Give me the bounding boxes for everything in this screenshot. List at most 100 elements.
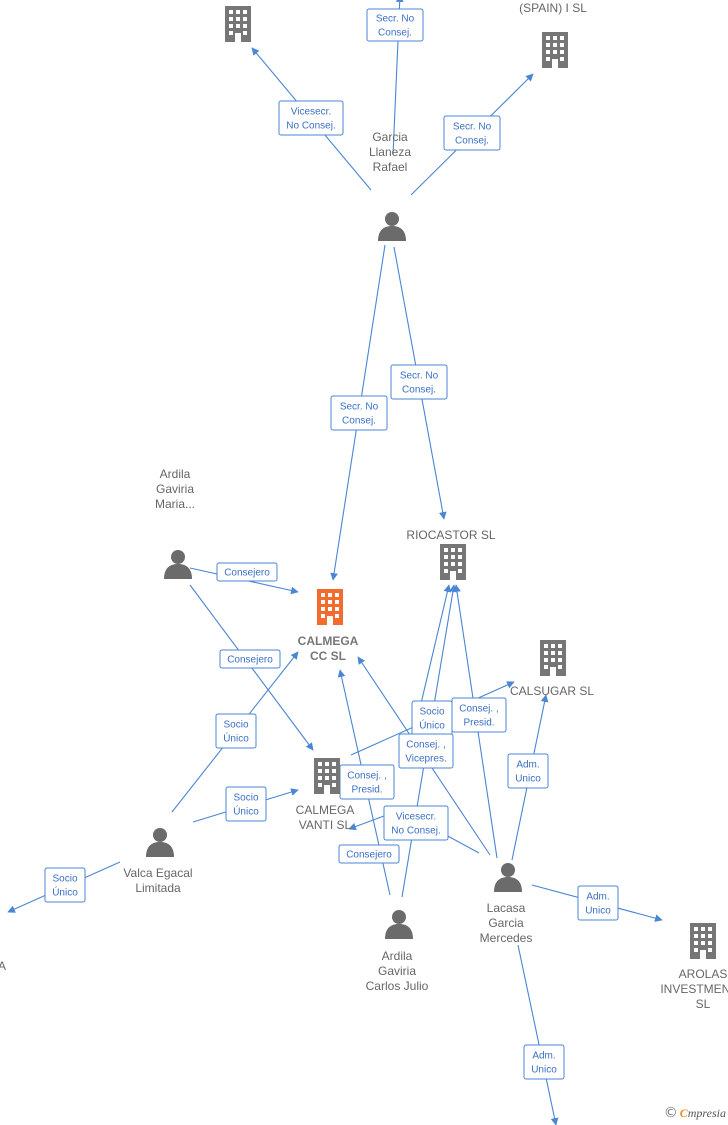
node-label-line: Llaneza bbox=[369, 145, 411, 159]
relation-text: Consej. , bbox=[406, 740, 445, 751]
relation-box bbox=[278, 100, 344, 136]
relation-text: Vicesecr. bbox=[291, 107, 331, 118]
node-calsugar[interactable]: CALSUGAR SL bbox=[510, 640, 594, 698]
relation-box bbox=[366, 8, 424, 42]
brand-name: mpresia bbox=[687, 1106, 726, 1120]
relation-box bbox=[523, 1044, 565, 1080]
relation-text: Vicepres. bbox=[405, 754, 447, 765]
brand-initial: C bbox=[679, 1106, 688, 1120]
building-icon bbox=[225, 6, 251, 42]
relation-text: Único bbox=[419, 719, 445, 732]
relation-text: Consej. , bbox=[347, 771, 386, 782]
relation-box bbox=[219, 649, 281, 669]
relation-box bbox=[44, 867, 86, 903]
relation-text: Unico bbox=[515, 774, 541, 785]
relation-label-r2[interactable]: Vicesecr. No Consej. bbox=[278, 100, 344, 136]
relation-label-r13[interactable]: Consej. , Vicepres. bbox=[398, 733, 454, 769]
node-label-line: VANTI SL bbox=[299, 818, 352, 832]
relation-text: Consejero bbox=[224, 568, 270, 579]
person-icon bbox=[494, 863, 522, 892]
node-layer: HOLDINGS(SPAIN) I SL GarciaLlanezaRafaelA… bbox=[0, 0, 728, 1011]
building-icon bbox=[542, 32, 568, 68]
node-label-line: Garcia bbox=[372, 130, 408, 144]
relation-label-r19[interactable]: Adm. Unico bbox=[523, 1044, 565, 1080]
relation-box bbox=[390, 364, 448, 400]
relation-label-r5[interactable]: Secr. No Consej. bbox=[330, 395, 388, 431]
relation-label-r14[interactable]: Adm. Unico bbox=[507, 753, 549, 789]
node-label-line: Lacasa bbox=[487, 901, 526, 915]
node-label-line: INVESTMENTS bbox=[660, 982, 728, 996]
relation-label-r6[interactable]: Consejero bbox=[216, 562, 278, 582]
relation-label-r15[interactable]: Consej. ,Presid. bbox=[339, 764, 395, 800]
relation-box bbox=[398, 733, 454, 769]
relation-box bbox=[451, 697, 507, 733]
node-label-line: A bbox=[0, 959, 6, 973]
relation-box bbox=[225, 786, 267, 822]
relation-box bbox=[330, 395, 388, 431]
node-left-cut[interactable]: A bbox=[0, 959, 6, 973]
node-label-line: Ardila bbox=[160, 467, 191, 481]
person-icon bbox=[378, 212, 406, 241]
relation-label-r18[interactable]: Adm. Unico bbox=[577, 885, 619, 921]
relation-box bbox=[338, 844, 400, 864]
relation-box bbox=[339, 764, 395, 800]
edge-layer bbox=[7, 0, 663, 1125]
node-arolas[interactable]: AROLASINVESTMENTSSL bbox=[660, 923, 728, 1011]
relation-box bbox=[215, 713, 257, 749]
relation-text: Adm. bbox=[586, 892, 609, 903]
building-icon bbox=[440, 544, 466, 580]
building-icon bbox=[317, 589, 343, 625]
building-icon bbox=[314, 758, 340, 794]
relation-text: Consej. , bbox=[459, 704, 498, 715]
node-label-line: Gaviria bbox=[378, 964, 416, 978]
empresia-copyright[interactable]: ©Cmpresia bbox=[664, 1105, 726, 1121]
relation-text: No Consej. bbox=[286, 121, 335, 132]
copyright-symbol: © bbox=[663, 1105, 678, 1121]
relation-label-r12[interactable]: Consej. , Presid. bbox=[451, 697, 507, 733]
relation-text: Socio bbox=[233, 793, 258, 804]
relation-text: Único bbox=[223, 732, 249, 745]
building-icon bbox=[540, 640, 566, 676]
relation-label-r16[interactable]: Vicesecr.No Consej. bbox=[383, 805, 449, 841]
relation-text: Adm. bbox=[532, 1051, 555, 1062]
node-label-line: Ardila bbox=[382, 949, 413, 963]
relation-text: Consej. bbox=[455, 136, 489, 147]
relation-text: Consej. bbox=[342, 416, 376, 427]
relation-text: Único bbox=[233, 805, 259, 818]
relation-text: Presid. bbox=[463, 718, 494, 729]
person-icon bbox=[164, 550, 192, 579]
node-holdings[interactable]: HOLDINGS(SPAIN) I SL bbox=[519, 0, 587, 68]
relation-text: Unico bbox=[585, 906, 611, 917]
relation-text: Secr. No bbox=[340, 402, 379, 413]
relation-label-r7[interactable]: Consejero bbox=[219, 649, 281, 669]
relation-text: Socio bbox=[52, 874, 77, 885]
node-label-line: Mercedes bbox=[480, 931, 533, 945]
relation-text: Adm. bbox=[516, 760, 539, 771]
node-topco[interactable] bbox=[225, 6, 251, 42]
node-riocastor[interactable]: RIOCASTOR SL bbox=[406, 528, 496, 580]
node-label-line: RIOCASTOR SL bbox=[406, 528, 495, 542]
node-label-line: Valca Egacal bbox=[123, 866, 192, 880]
node-label-line: AROLAS bbox=[679, 967, 728, 981]
relation-label-r17[interactable]: Consejero bbox=[338, 844, 400, 864]
node-label-line: Carlos Julio bbox=[366, 979, 429, 993]
node-label-line: CALMEGA bbox=[296, 803, 355, 817]
relation-text: Consejero bbox=[346, 850, 392, 861]
relation-text: Unico bbox=[531, 1065, 557, 1076]
relation-text: Socio bbox=[419, 707, 444, 718]
node-ardila-maria[interactable]: ArdilaGaviriaMaria... bbox=[155, 467, 195, 579]
